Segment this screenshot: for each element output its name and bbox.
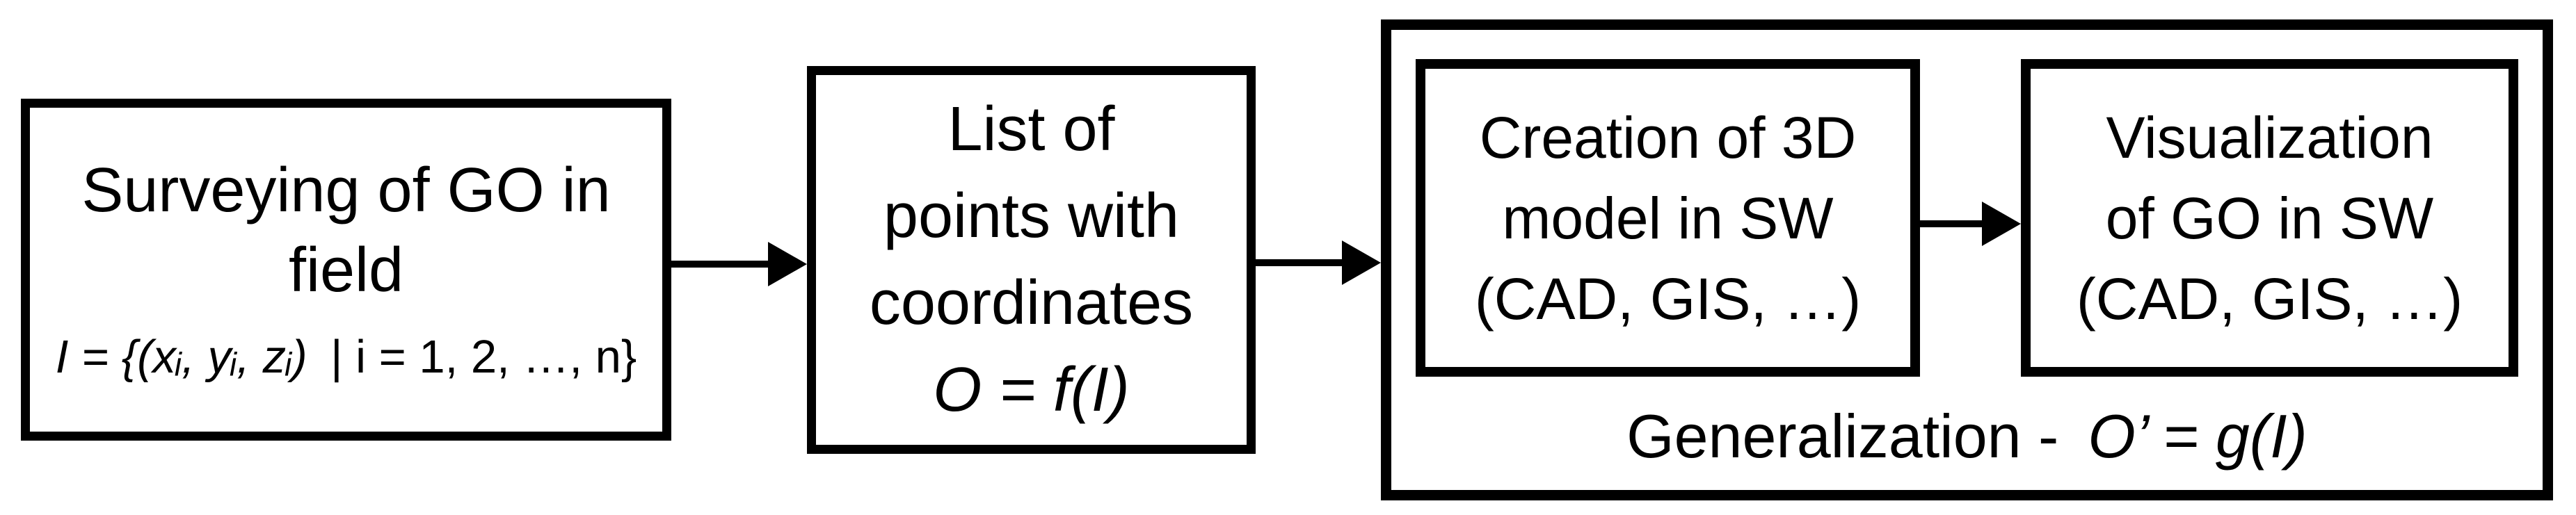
arrow-right-icon [768, 242, 807, 286]
surveying-formula-italic-part: I = {(xᵢ, yᵢ, zᵢ) [55, 331, 307, 383]
surveying-input-formula: I = {(xᵢ, yᵢ, zᵢ) | i = 1, 2, …, n} [56, 326, 637, 389]
creation-line-2: model in SW [1502, 185, 1834, 251]
points-line-2: points with [883, 181, 1180, 251]
node-list-of-points: List of points with coordinates O = f(I) [807, 66, 1256, 454]
node-visualization-of-go: Visualization of GO in SW (CAD, GIS, …) [2021, 59, 2518, 377]
generalization-label: Generalization - O’ = g(I) [1391, 398, 2543, 475]
surveying-title-line-2: field [288, 236, 404, 305]
visualization-line-3: (CAD, GIS, …) [2076, 265, 2463, 332]
node-creation-of-3d-model: Creation of 3D model in SW (CAD, GIS, …) [1416, 59, 1920, 377]
node-surveying-of-go: Surveying of GO in field I = {(xᵢ, yᵢ, z… [21, 99, 671, 441]
generalization-label-formula-part: O’ = g(I) [2088, 402, 2307, 471]
visualization-line-2: of GO in SW [2105, 185, 2434, 251]
visualization-line-1: Visualization [2106, 104, 2433, 170]
surveying-title-line-1: Surveying of GO in [81, 156, 611, 225]
arrow-right-icon [1342, 240, 1381, 285]
arrow-shaft [1254, 259, 1345, 266]
arrow-shaft [670, 261, 771, 268]
points-line-1: List of [947, 95, 1115, 164]
surveying-formula-upright-part: | i = 1, 2, …, n} [330, 331, 637, 383]
points-line-3: coordinates [869, 268, 1194, 338]
arrow-shaft [1919, 220, 1985, 227]
creation-line-3: (CAD, GIS, …) [1474, 265, 1862, 332]
points-output-formula: O = f(I) [933, 355, 1130, 425]
creation-line-1: Creation of 3D [1479, 104, 1857, 170]
arrow-right-icon [1982, 202, 2021, 246]
generalization-label-regular-part: Generalization - [1626, 402, 2059, 471]
